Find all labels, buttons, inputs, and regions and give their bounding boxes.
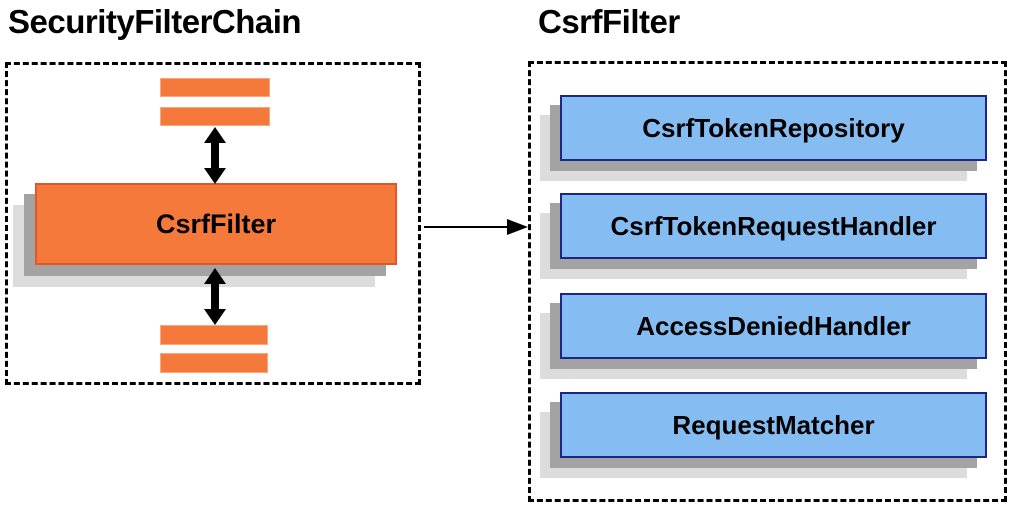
- component-label: CsrfTokenRepository: [642, 112, 905, 143]
- component-box-access-denied-handler: AccessDeniedHandler: [560, 293, 987, 359]
- component-box-csrf-token-repository: CsrfTokenRepository: [560, 95, 987, 161]
- component-box-request-matcher: RequestMatcher: [560, 392, 987, 458]
- up-down-arrow-icon: [200, 268, 230, 325]
- security-filter-chain-container: [5, 62, 421, 385]
- filter-placeholder-bar-bottom-1: [160, 325, 268, 345]
- up-down-arrow-icon: [200, 127, 230, 184]
- component-label: RequestMatcher: [672, 409, 875, 440]
- security-filter-chain-title: SecurityFilterChain: [8, 3, 302, 40]
- csrf-filter-box-label: CsrfFilter: [155, 208, 277, 239]
- filter-placeholder-bar-bottom-2: [160, 353, 268, 373]
- right-arrow-icon: [424, 218, 528, 236]
- component-label: CsrfTokenRequestHandler: [610, 210, 937, 241]
- csrf-filter-title: CsrfFilter: [538, 3, 680, 40]
- filter-placeholder-bar-top-2: [160, 107, 270, 126]
- csrf-filter-box: CsrfFilter: [35, 183, 397, 265]
- csrf-filter-container: [528, 61, 1007, 502]
- component-box-csrf-token-request-handler: CsrfTokenRequestHandler: [560, 193, 987, 259]
- filter-placeholder-bar-top-1: [160, 78, 270, 97]
- component-label: AccessDeniedHandler: [636, 310, 911, 341]
